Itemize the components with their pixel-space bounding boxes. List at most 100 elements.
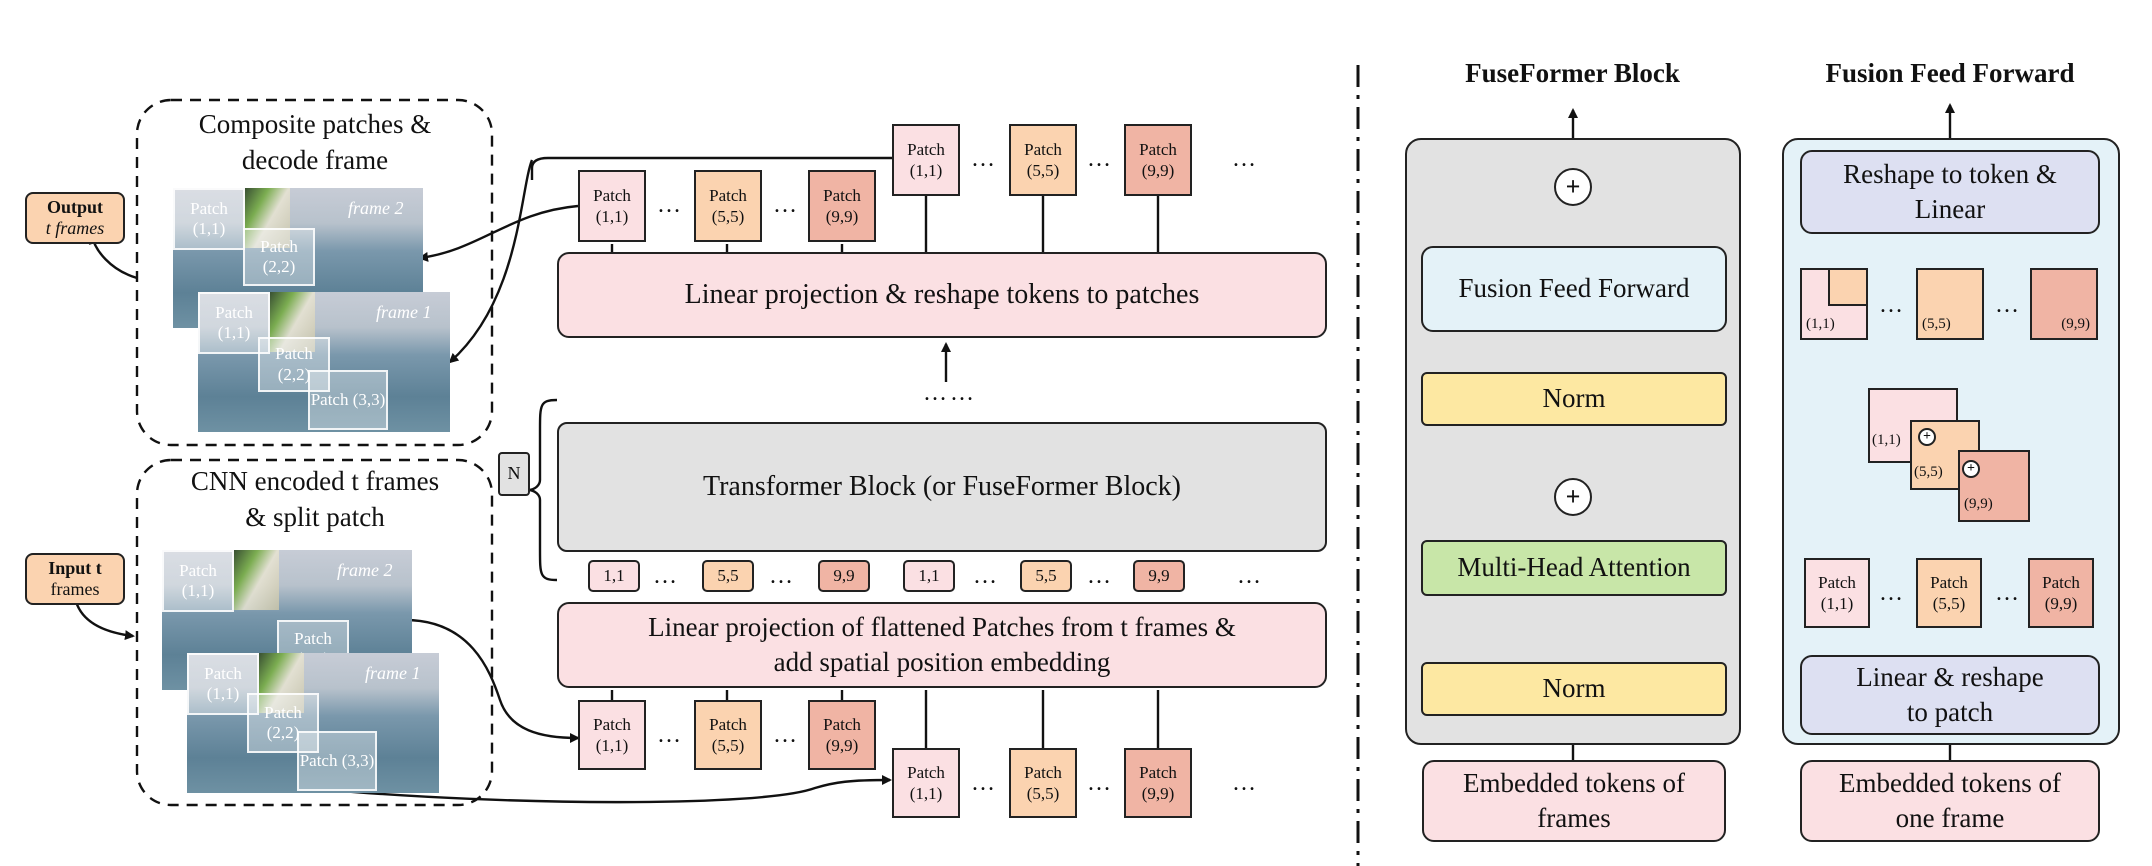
multi-head-attention-label: Multi-Head Attention [1457,552,1691,583]
patch-overlay-text: Patch (1,1) [204,663,242,703]
plus-circle-icon: + [1554,478,1592,516]
fuseformer-title: FuseFormer Block [1465,58,1680,88]
patch-overlay-text: Patch (1,1) [190,198,228,238]
patch-label: Patch (1,1) [907,139,945,180]
cnn-group-border [135,458,494,807]
token-label: 9,9 [833,566,855,585]
sail-image [270,292,315,352]
embedded-tokens-frames-label: Embedded tokens of frames [1463,767,1685,833]
patch-label: Patch (9,9) [2042,572,2080,613]
cnn-caption: CNN encoded t frames & split patch [150,463,480,536]
token-chip-1-1: 1,1 [588,560,640,592]
token-chip-1-1-b: 1,1 [903,560,955,592]
plus-circle-icon: + [1554,168,1592,206]
token-dots: … [653,562,679,589]
bottom-back-dots-b: … [1087,769,1113,796]
patch-overlay-text: Patch (1,1) [179,560,217,600]
patch-overlay-text: Patch (2,2) [264,702,302,742]
patch-label: Patch (5,5) [1024,762,1062,803]
composite-caption: Composite patches & decode frame [150,106,480,179]
bottom-patch-9-9: Patch (9,9) [808,700,876,770]
patch-coord: (9,9) [2061,316,2090,333]
patch-overlay-1-1: Patch (1,1) [162,550,234,612]
composite-caption-line1: Composite patches & [198,109,432,139]
token-label: 5,5 [1035,566,1057,585]
n-repeat-label: N [498,452,530,496]
token-label: 5,5 [717,566,739,585]
top-patch-5-5: Patch (5,5) [694,170,762,242]
reshape-to-token-box: Reshape to token & Linear [1800,150,2100,234]
norm-box-top: Norm [1421,372,1727,426]
ff-top-patch-9-9: (9,9) [2030,268,2098,340]
transformer-block-label: Transformer Block (or FuseFormer Block) [702,470,1181,502]
ff-dots: … [1995,579,2021,606]
top-patch-9-9: Patch (9,9) [808,170,876,242]
vertical-ellipsis: …… [923,380,977,406]
patch-overlay-text: Patch (2,2) [275,344,313,384]
linear-projection-top-label: Linear projection & reshape tokens to pa… [684,278,1200,310]
top-back-patch-5-5: Patch (5,5) [1009,124,1077,196]
patch-coord: (5,5) [1922,316,1951,333]
ff-dots: … [1995,291,2021,318]
ff-dots: … [1879,291,1905,318]
bottom-dots-a: … [657,721,683,748]
patch-label: Patch (5,5) [709,185,747,226]
output-label-box: Output t frames [25,192,125,244]
token-chip-9-9-b: 9,9 [1133,560,1185,592]
patch-label: Patch (1,1) [1818,572,1856,613]
ff-bottom-patch-9-9: Patch (9,9) [2028,558,2094,628]
reshape-to-token-label: Reshape to token & Linear [1843,158,2057,224]
norm-label: Norm [1542,673,1606,704]
patch-overlay-2-2: Patch (2,2) [247,693,319,753]
patch-label: Patch (1,1) [907,762,945,803]
patch-overlay-text: Patch (1,1) [215,302,253,342]
patch-label: Patch (9,9) [1139,139,1177,180]
linear-reshape-label: Linear & reshape to patch [1856,661,2044,727]
patch-label: Patch (1,1) [593,714,631,755]
linear-projection-bottom: Linear projection of flattened Patches f… [557,602,1327,688]
composite-caption-line2: decode frame [241,145,389,176]
n-repeat-text: N [507,463,521,484]
linear-projection-bottom-line1: Linear projection of flattened Patches f… [648,611,1236,642]
patch-overlay-2-2: Patch (2,2) [258,337,330,392]
input-sub: frames [50,579,100,599]
patch-overlay-2-2: Patch (2,2) [243,228,315,286]
patch-overlay-text: Patch (2,2) [260,236,298,276]
top-back-patch-1-1: Patch (1,1) [892,124,960,196]
patch-label: Patch (5,5) [1930,572,1968,613]
top-dots-b: … [773,191,799,218]
transformer-block: Transformer Block (or FuseFormer Block) [557,422,1327,552]
linear-projection-bottom-line2: add spatial position embedding [773,647,1111,677]
embedded-tokens-one-frame-label: Embedded tokens of one frame [1839,767,2061,833]
bottom-back-patch-9-9: Patch (9,9) [1124,748,1192,818]
bottom-dots-b: … [773,721,799,748]
ff-bottom-patch-5-5: Patch (5,5) [1916,558,1982,628]
fuseformer-container [1405,138,1741,745]
bottom-back-dots-a: … [971,769,997,796]
composite-group-border [135,98,494,447]
token-chip-5-5-b: 5,5 [1020,560,1072,592]
patch-overlay-text: Patch (3,3) [299,750,375,770]
cnn-caption-line1: CNN encoded t frames [190,466,440,496]
token-label: 9,9 [1148,566,1170,585]
patch-overlay-1-1: Patch (1,1) [173,188,245,250]
embedded-tokens-frames: Embedded tokens of frames [1422,760,1726,842]
patch-coord: (9,9) [1964,496,1993,512]
sail-image [259,653,304,713]
patch-label: Patch (5,5) [1024,139,1062,180]
patch-coord: (1,1) [1872,432,1901,448]
fusion-feed-forward-box: Fusion Feed Forward [1421,246,1727,332]
patch-label: Patch (1,1) [593,185,631,226]
oplus-icon: + [1918,428,1936,446]
input-label-box: Input t frames [25,553,125,605]
patch-label: Patch (5,5) [709,714,747,755]
token-dots: … [769,562,795,589]
token-label: 1,1 [918,566,940,585]
sail-image [245,188,290,248]
input-label: Input t [48,558,102,579]
patch-label: Patch (9,9) [1139,762,1177,803]
bottom-back-patch-5-5: Patch (5,5) [1009,748,1077,818]
top-back-dots-b: … [1087,145,1113,172]
top-back-dots-a: … [971,145,997,172]
